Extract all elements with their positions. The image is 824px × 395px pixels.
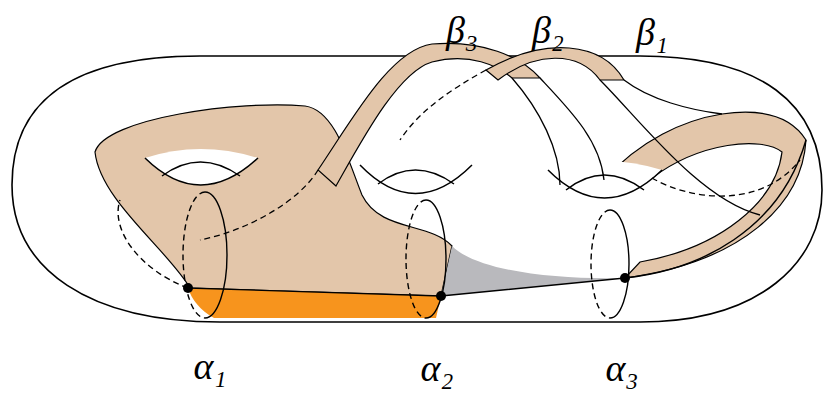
genus-hole — [145, 149, 662, 198]
alpha-label: α₃ — [605, 349, 638, 387]
alpha-curve — [183, 192, 629, 318]
beta-band — [604, 112, 806, 278]
alpha-label: α₁ — [193, 347, 226, 385]
beta-label: β₂ — [532, 11, 564, 49]
alpha-label: α₂ — [420, 349, 453, 387]
surface-outline — [12, 56, 822, 322]
beta-label: β₁ — [636, 13, 668, 51]
basepoint-dot — [183, 273, 630, 301]
disk-region — [95, 105, 452, 296]
orange-region — [188, 288, 441, 318]
arc-line — [118, 140, 806, 296]
gray-region — [441, 246, 625, 296]
beta-label: β₃ — [446, 11, 478, 49]
beta-curve — [200, 70, 800, 240]
beta-band — [486, 48, 624, 80]
